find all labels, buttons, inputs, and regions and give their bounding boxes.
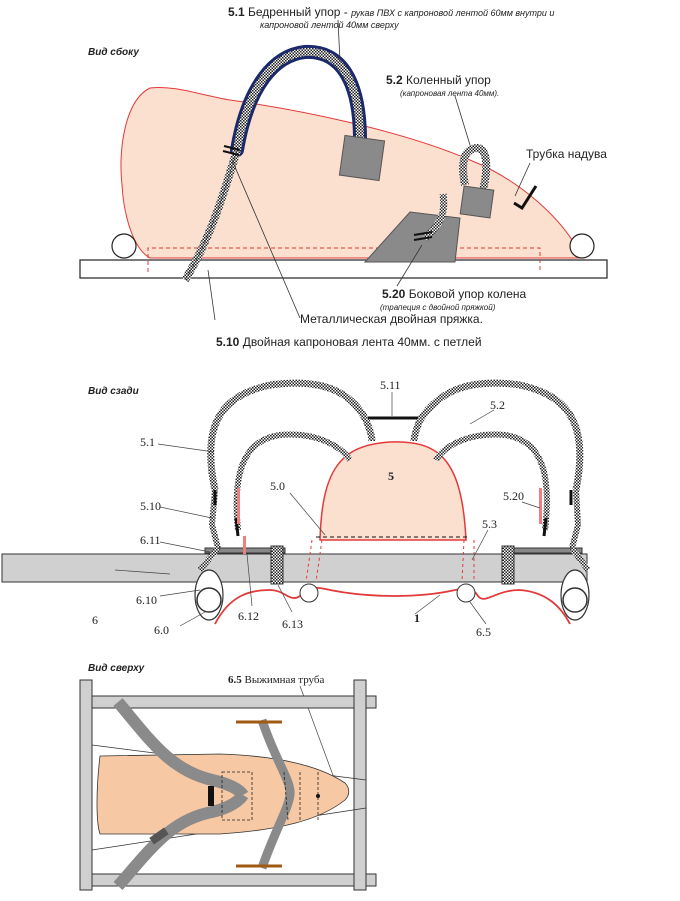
rear-strap-52-left — [233, 431, 353, 531]
label-612: 6.12 — [238, 609, 259, 623]
top-strap-upper-left — [113, 698, 249, 799]
label-53: 5.3 — [482, 517, 497, 531]
clamp-613-left — [270, 545, 284, 585]
label-610: 6.10 — [136, 593, 157, 607]
label-rear-510: 5.10 — [140, 499, 161, 513]
roller-60-right — [562, 587, 588, 613]
label-inflate-tube: Трубка надува — [526, 147, 607, 161]
pink-marker-right — [539, 488, 542, 524]
pink-marker-left — [237, 488, 240, 524]
label-51: 5.1 Бедренный упор - рукав ПВХ с капроно… — [228, 5, 554, 19]
side-roller-left — [111, 233, 137, 259]
label-rear-51: 5.1 — [140, 435, 155, 449]
top-buckle — [208, 786, 214, 806]
top-valve-dot — [316, 794, 320, 798]
top-body — [96, 753, 350, 835]
top-dashed-block — [221, 771, 253, 821]
loop-right-dashed — [461, 539, 475, 583]
rear-strap-link-right — [410, 418, 424, 442]
side-roller-right — [569, 233, 595, 259]
label-6: 6 — [92, 613, 98, 627]
roller-60-left — [196, 587, 222, 613]
label-52-desc: (капроновая лента 40мм). — [400, 89, 499, 98]
base-outline-1 — [214, 586, 571, 625]
top-clamp — [149, 827, 169, 845]
top-strap-lower-left — [113, 791, 249, 890]
small-roller-right — [456, 583, 476, 603]
knee-block — [459, 185, 495, 219]
trapezoid-buckle — [413, 231, 433, 241]
rear-view-title: Вид сзади — [88, 386, 139, 397]
label-buckle: Металлическая двойная пряжка. — [300, 312, 483, 326]
label-510: 5.10 Двойная капроновая лента 40мм. с пе… — [216, 335, 482, 349]
rear-strap-51-left — [207, 379, 370, 491]
label-611: 6.11 — [140, 533, 161, 547]
clamp-613-right — [501, 545, 515, 585]
rear-buckles — [213, 490, 573, 537]
top-view: Вид сверху 6.5 Выжимная труба — [79, 663, 377, 891]
label-520-desc: (трапеция с двойной пряжкой) — [380, 303, 496, 312]
side-view-title: Вид сбоку — [88, 46, 139, 58]
label-52: 5.2 Коленный упор — [386, 73, 491, 87]
pipe-6 — [1, 553, 588, 583]
inflate-tube-icon — [513, 185, 538, 211]
label-520: 5.20 Боковой упор колена — [382, 287, 527, 301]
side-board — [79, 259, 608, 279]
rear-view: Вид сзади — [1, 378, 591, 639]
label-51-desc2: капроновой лентой 40мм сверху — [260, 20, 399, 30]
small-roller-left — [299, 583, 319, 603]
side-buckle-marks — [222, 145, 241, 156]
label-613: 6.13 — [282, 617, 303, 631]
label-rear-520: 5.20 — [503, 489, 524, 503]
label-pipe-65: 6.5 Выжимная труба — [228, 674, 325, 686]
top-view-title: Вид сверху — [88, 663, 145, 674]
top-dashed-lines — [283, 771, 319, 821]
label-65: 6.5 — [476, 625, 491, 639]
rear-strap-51-right — [417, 379, 584, 491]
label-60: 6.0 — [154, 623, 169, 637]
frame-left-post — [79, 679, 93, 891]
knee-strap — [459, 143, 491, 191]
side-view: Вид сбоку — [79, 5, 608, 349]
pink-marker-612 — [243, 536, 246, 554]
thigh-block — [338, 134, 386, 182]
rear-strap-link-left — [362, 418, 376, 442]
frame-right-post — [353, 679, 367, 891]
label-50: 5.0 — [270, 479, 285, 493]
rear-leader-lines — [114, 392, 541, 627]
rear-strap-52-right — [433, 431, 550, 531]
rear-strap-510-right — [569, 489, 591, 572]
loop-left-dashed — [305, 539, 323, 583]
side-inner-dashed — [147, 247, 541, 272]
body-5 — [319, 441, 467, 541]
side-leader-lines — [207, 19, 531, 321]
trapezoid-strap — [422, 193, 448, 241]
top-strap-pipe — [257, 718, 295, 870]
label-511: 5.11 — [380, 378, 401, 392]
side-strap-510-edge — [184, 149, 238, 281]
thigh-strap-core — [233, 47, 364, 154]
label-rear-52: 5.2 — [490, 398, 505, 412]
label-5: 5 — [388, 469, 394, 483]
label-1: 1 — [414, 611, 420, 625]
